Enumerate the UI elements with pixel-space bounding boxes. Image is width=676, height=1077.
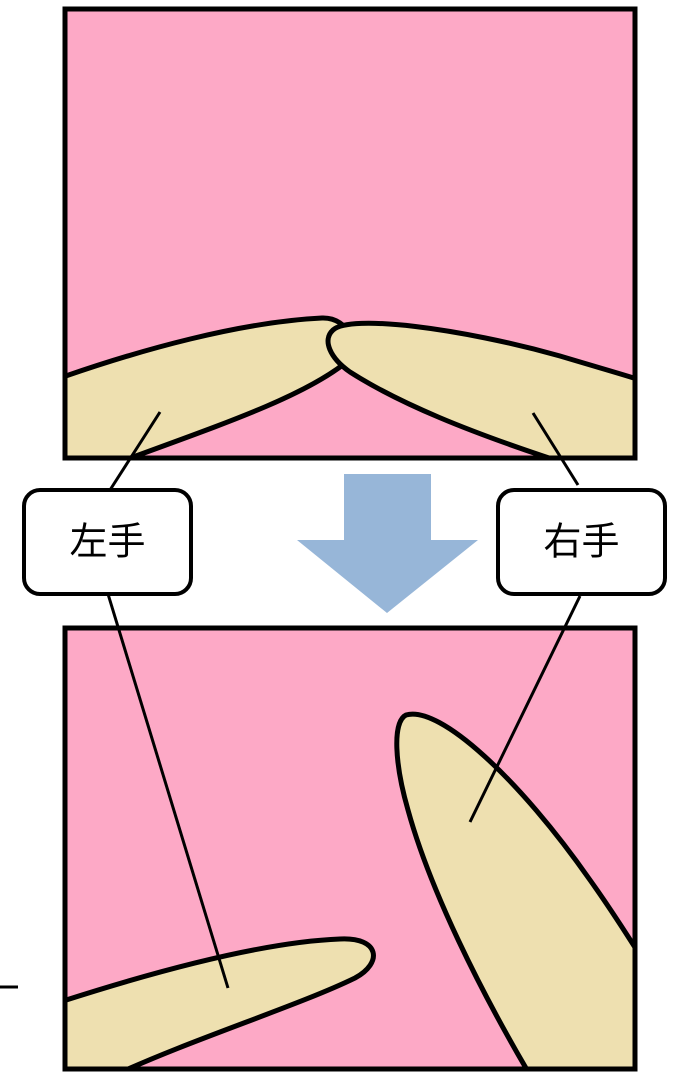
leader-lines bbox=[106, 411, 582, 989]
right-hand-label-box bbox=[496, 488, 667, 596]
bottom-right-hand bbox=[394, 711, 635, 1069]
top-right-hand bbox=[325, 320, 635, 458]
top-panel bbox=[62, 6, 638, 461]
top-panel-border bbox=[62, 6, 638, 461]
bottom-panel bbox=[62, 625, 638, 1072]
left-hand-leader-bottom bbox=[106, 593, 230, 989]
right-hand-label: 右手 bbox=[496, 488, 667, 596]
down-arrow-icon bbox=[297, 474, 478, 613]
right-hand-leader-bottom bbox=[468, 595, 582, 823]
left-hand-label: 左手 bbox=[22, 488, 193, 596]
right-hand-leader-top bbox=[531, 412, 580, 486]
bottom-left-hand bbox=[65, 936, 376, 1069]
left-hand-label-box bbox=[22, 488, 193, 596]
left-hand-leader-top bbox=[108, 411, 162, 491]
right-hand-label-text: 右手 bbox=[543, 520, 619, 564]
bottom-panel-border bbox=[62, 625, 638, 1072]
left-hand-label-text: 左手 bbox=[69, 520, 145, 564]
